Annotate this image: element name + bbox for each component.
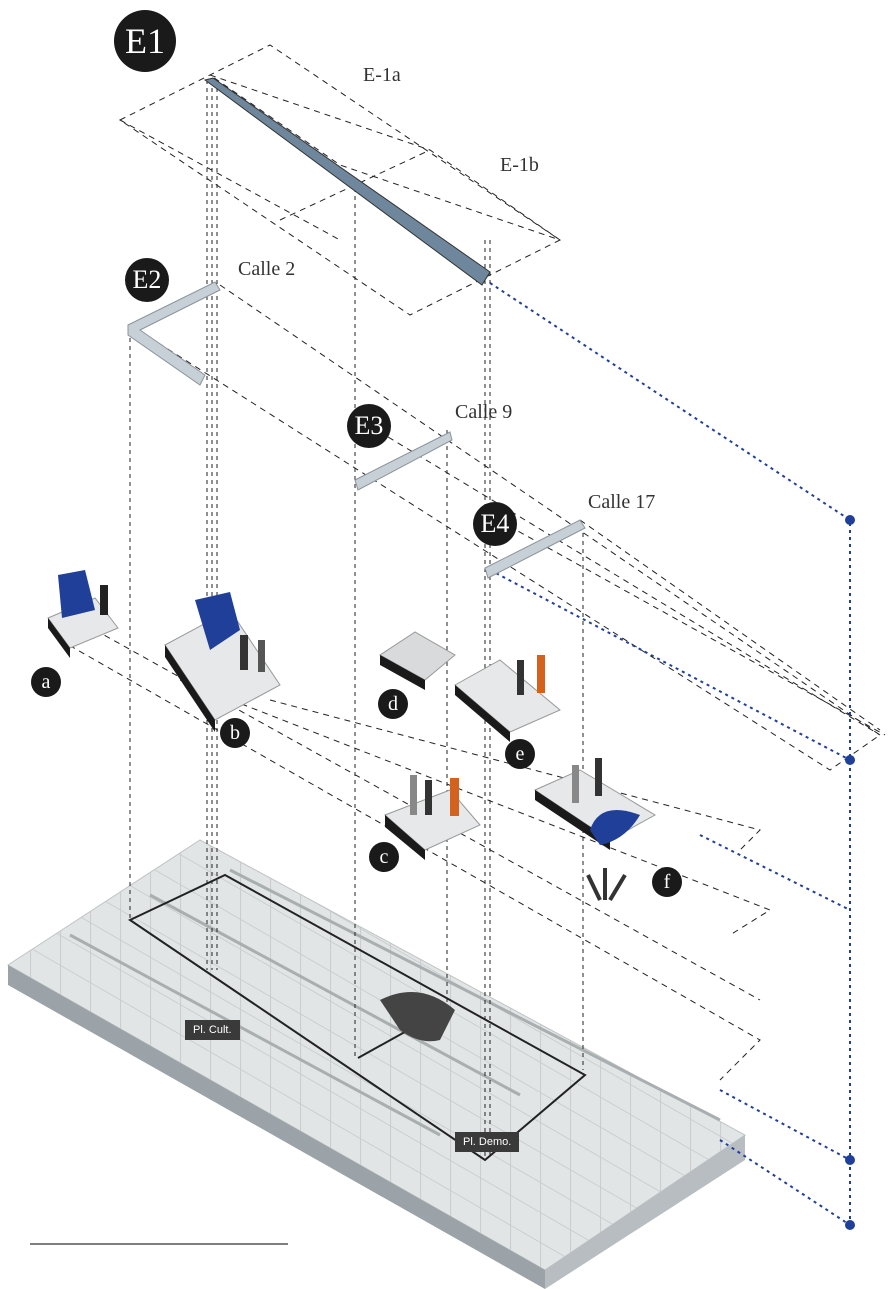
plaque-pl-demo: Pl. Demo. [455,1132,519,1152]
label-calle-2: Calle 2 [238,258,295,281]
module-badge-a: a [31,667,61,697]
beams [128,78,585,578]
module-badge-b: b [220,718,250,748]
group-badge-e3: E3 [347,404,391,448]
module-badge-e: e [505,739,535,769]
group-badge-e4: E4 [473,502,517,546]
site-model [8,840,745,1289]
group-badge-e1: E1 [114,10,176,72]
module-badge-d: d [378,689,408,719]
label-e1b: E-1b [500,154,539,177]
plaque-pl-cult: Pl. Cult. [185,1020,240,1040]
module-badge-f: f [652,867,682,897]
module-platforms [48,570,655,900]
module-badge-c: c [369,842,399,872]
group-badge-e2: E2 [125,258,169,302]
label-e1a: E-1a [363,64,401,87]
label-calle-9: Calle 9 [455,401,512,424]
label-calle-17: Calle 17 [588,491,655,514]
